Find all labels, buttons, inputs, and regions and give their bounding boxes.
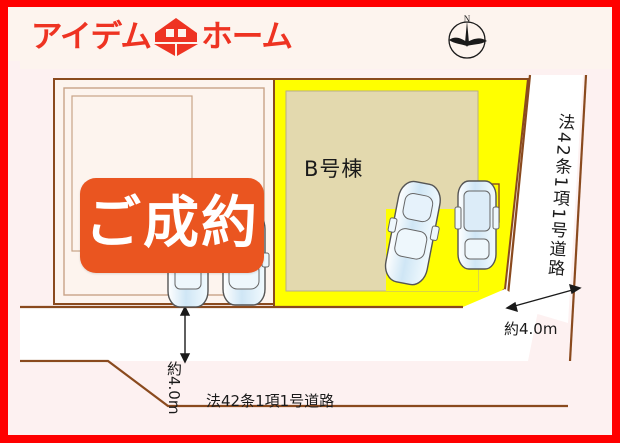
road-bottom-label: 法42条1項1号道路 — [206, 392, 335, 410]
dimension-right-label: 約4.0m — [504, 320, 558, 338]
status-badge: ご成約 — [80, 178, 264, 273]
car-b-2 — [454, 180, 500, 270]
road-bottom-shape — [20, 289, 568, 408]
brand-name-right: ホーム — [200, 18, 293, 55]
house-icon — [153, 17, 199, 57]
building-b-label: B号棟 — [304, 157, 364, 181]
dimension-bottom-label: 約4.0m — [165, 361, 183, 415]
svg-text:N: N — [464, 14, 471, 24]
dimension-right-road — [505, 283, 582, 313]
site-map: B号棟 法42条1項1号道路 約4.0m 約4.0m 法42条1項1号道路 ご成… — [8, 61, 612, 435]
image-inner-panel: アイデム ホーム N — [8, 7, 612, 435]
road-right-shape — [505, 74, 588, 362]
dimension-bottom-road — [179, 305, 191, 364]
car-b-1 — [384, 180, 441, 286]
brand-logo: アイデム ホーム — [30, 15, 293, 59]
header-band — [8, 7, 612, 69]
compass-north-icon: N — [440, 13, 494, 63]
status-badge-label: ご成約 — [85, 190, 259, 256]
brand-name-left: アイデム — [30, 18, 152, 55]
